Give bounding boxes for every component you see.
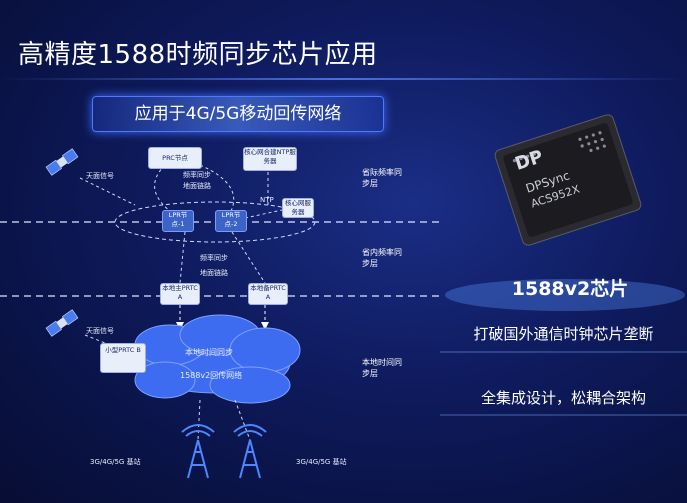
prc-node: PRC节点 (148, 147, 202, 169)
sky-signal-label-top: 天面信号 (86, 172, 114, 180)
chip-image (494, 114, 642, 246)
satellite-icon-bottom (45, 309, 79, 337)
prtc-b-node: 小型PRTC B (100, 343, 146, 373)
layer-international: 省际频率同步层 (362, 168, 402, 188)
prtc-a-backup: 本地备PRTC A (248, 283, 288, 305)
chip-caption: 1588v2芯片 (511, 278, 629, 300)
lpr-node-1: LPR节点-1 (162, 210, 194, 232)
cloud-label-line1: 本地时间同步 (185, 348, 233, 357)
tagline-1: 打破国外通信时钟芯片垄断 (473, 325, 654, 343)
lpr-node-2: LPR节点-2 (215, 210, 247, 232)
core-server-node: 核心网服务器 (282, 198, 314, 218)
page-title: 高精度1588时频同步芯片应用 (18, 40, 378, 70)
backhaul-cloud (134, 314, 301, 404)
sky-signal-label-bottom: 天面信号 (86, 327, 114, 335)
prtc-a-main: 本地主PRTC A (160, 283, 200, 305)
network-banner: 应用于4G/5G移动回传网络 (92, 96, 384, 132)
ntp-label: NTP (260, 196, 274, 204)
freq-sync-label-mid: 频率同步 (200, 254, 228, 262)
layer-provincial: 省内频率同步层 (362, 248, 402, 268)
tower-icon-left (181, 424, 215, 479)
satellite-icon-top (45, 148, 79, 176)
tagline-2: 全集成设计，松耦合架构 (480, 389, 646, 407)
base-station-label-left: 3G/4G/5G 基站 (90, 458, 141, 466)
base-station-label-right: 3G/4G/5G 基站 (296, 458, 347, 466)
ground-link-label-mid: 地面链路 (200, 269, 228, 277)
ground-link-label-top: 地面链路 (183, 182, 211, 190)
glow-stage (445, 279, 685, 311)
cloud-label-line2: 1588v2回传网络 (180, 371, 243, 380)
tower-icon-right (233, 424, 267, 479)
freq-sync-label-top: 频率同步 (183, 171, 211, 179)
layer-local: 本地时间同步层 (362, 358, 402, 378)
core-ntp-node: 核心网合建NTP服务器 (243, 147, 297, 171)
lpr-ring (114, 201, 316, 243)
title-underline (0, 78, 687, 80)
